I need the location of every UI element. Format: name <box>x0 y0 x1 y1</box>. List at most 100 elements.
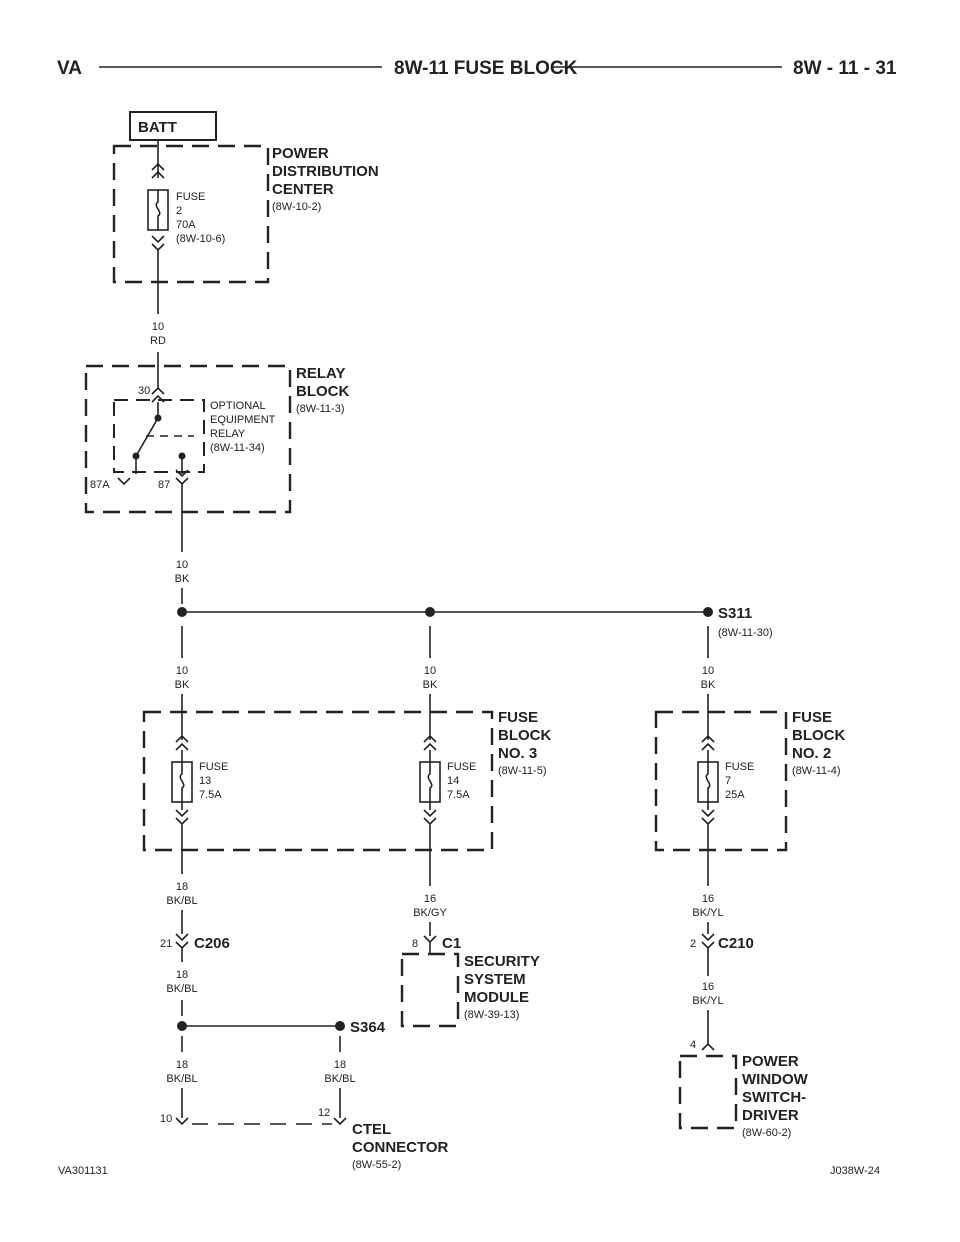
fuse7-top-connector <box>701 734 715 751</box>
header-page: 8W - 11 - 31 <box>793 58 897 79</box>
fuse2-l1: FUSE <box>176 191 205 203</box>
pin-87: 87 <box>158 479 170 491</box>
wire-bkbl-b-gauge: 18 <box>176 969 188 981</box>
relay-box <box>113 399 205 473</box>
fuse14-bottom-connector <box>423 809 437 826</box>
power-window-title-1: POWER <box>742 1053 799 1070</box>
pdc-title-1: POWER <box>272 145 329 162</box>
power-window-title-2: WINDOW <box>742 1071 809 1088</box>
power-window-box <box>678 1054 738 1130</box>
c1-connector <box>423 935 437 944</box>
fuse13-bottom-connector <box>175 809 189 826</box>
relay-l4: (8W-11-34) <box>210 442 265 454</box>
wire-bk-main-color: BK <box>175 573 190 585</box>
security-title-3: MODULE <box>464 989 529 1006</box>
wire-bkyl-a-gauge: 16 <box>702 893 714 905</box>
batt-box <box>129 111 217 141</box>
wire-rd-color: RD <box>150 335 166 347</box>
c206-pin: 21 <box>160 938 172 950</box>
fuse14-l3: 7.5A <box>447 789 470 801</box>
pdc-title-3: CENTER <box>272 181 334 198</box>
wire-bkyl-b-color: BK/YL <box>692 995 723 1007</box>
security-title-2: SYSTEM <box>464 971 526 988</box>
security-title-1: SECURITY <box>464 953 540 970</box>
fuse13-element <box>179 762 185 802</box>
pin-87a: 87A <box>90 479 110 491</box>
pin-30: 30 <box>138 385 150 397</box>
wire-bk-1-gauge: 10 <box>176 665 188 677</box>
fuse2-l3: 70A <box>176 219 196 231</box>
header-title: 8W-11 FUSE BLOCK <box>394 58 578 79</box>
fuse7-l3: 25A <box>725 789 745 801</box>
fuse14-top-connector <box>423 734 437 751</box>
power-window-title-3: SWITCH- <box>742 1089 806 1106</box>
s364-node-2 <box>335 1021 345 1031</box>
fuse13-top-connector <box>175 734 189 751</box>
fuse-block-3-ref: (8W-11-5) <box>498 765 547 777</box>
fuse13-l1: FUSE <box>199 761 228 773</box>
fuse2-l4: (8W-10-6) <box>176 233 225 245</box>
power-window-connector <box>701 1042 715 1051</box>
c1-name: C1 <box>442 935 461 952</box>
header-left: VA <box>57 58 82 79</box>
relay-block-box <box>84 364 292 514</box>
fuse-block-2-title-2: BLOCK <box>792 727 845 744</box>
relay-l3: RELAY <box>210 428 246 440</box>
power-window-title-4: DRIVER <box>742 1107 799 1124</box>
fuse-block-2-ref: (8W-11-4) <box>792 765 841 777</box>
s311-name: S311 <box>718 605 752 622</box>
power-window-ref: (8W-60-2) <box>742 1127 791 1139</box>
c210-connector <box>701 933 715 950</box>
s311-node-1 <box>177 607 187 617</box>
wire-bkbl-c-color: BK/BL <box>166 1073 197 1085</box>
wire-bkbl-d-gauge: 18 <box>334 1059 346 1071</box>
pdc-box <box>112 144 270 284</box>
c210-name: C210 <box>718 935 754 952</box>
relay-switch-arm <box>135 417 159 457</box>
ctel-pin-10: 10 <box>160 1113 172 1125</box>
wire-bkbl-a-gauge: 18 <box>176 881 188 893</box>
pdc-ref: (8W-10-2) <box>272 201 321 213</box>
c206-name: C206 <box>194 935 230 952</box>
wire-bk-3-gauge: 10 <box>702 665 714 677</box>
fuse14-l1: FUSE <box>447 761 476 773</box>
wire-bk-3-color: BK <box>701 679 716 691</box>
c210-pin: 2 <box>690 938 696 950</box>
fuse-block-3-box <box>142 710 494 852</box>
s311-node-3 <box>703 607 713 617</box>
footer-right: J038W-24 <box>830 1165 880 1177</box>
wire-bkbl-c-gauge: 18 <box>176 1059 188 1071</box>
wire-bk-main-gauge: 10 <box>176 559 188 571</box>
ctel-title-2: CONNECTOR <box>352 1139 449 1156</box>
s311-ref: (8W-11-30) <box>718 627 773 639</box>
wire-bkbl-d-color: BK/BL <box>324 1073 355 1085</box>
wire-bkbl-b-color: BK/BL <box>166 983 197 995</box>
relay-block-title-2: BLOCK <box>296 383 349 400</box>
footer-left: VA301131 <box>58 1165 108 1177</box>
fuse-block-2-title-3: NO. 2 <box>792 745 831 762</box>
s364-name: S364 <box>350 1019 386 1036</box>
wire-bkyl-a-color: BK/YL <box>692 907 723 919</box>
fuse-block-3-title-3: NO. 3 <box>498 745 537 762</box>
fuse7-l2: 7 <box>725 775 731 787</box>
fuse-block-2-box <box>654 710 788 852</box>
wire-bk-1-color: BK <box>175 679 190 691</box>
wire-bkgy-gauge: 16 <box>424 893 436 905</box>
fuse7-l1: FUSE <box>725 761 754 773</box>
fuse-block-2-title-1: FUSE <box>792 709 832 726</box>
pin87a-connector <box>117 477 131 486</box>
fuse-block-3-title-2: BLOCK <box>498 727 551 744</box>
pdc-title-2: DISTRIBUTION <box>272 163 379 180</box>
wire-bk-2-color: BK <box>423 679 438 691</box>
s311-node-2 <box>425 607 435 617</box>
fuse2-top-connector <box>151 162 165 179</box>
fuse-block-3-title-1: FUSE <box>498 709 538 726</box>
fuse2-bottom-connector <box>151 235 165 252</box>
wire-rd-gauge: 10 <box>152 321 164 333</box>
power-window-pin: 4 <box>690 1039 696 1051</box>
relay-l2: EQUIPMENT <box>210 414 276 426</box>
fuse14-element <box>427 762 433 802</box>
security-box <box>400 952 460 1028</box>
pin87-connector <box>175 477 189 486</box>
